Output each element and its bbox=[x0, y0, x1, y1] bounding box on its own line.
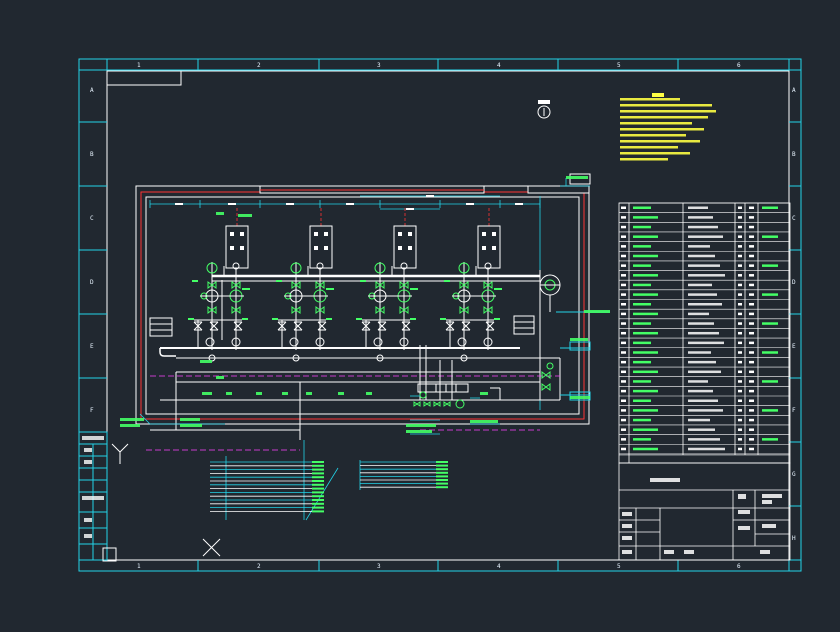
pump-room-walls bbox=[135, 185, 590, 425]
side-tanks bbox=[149, 315, 535, 337]
pump-set bbox=[356, 262, 418, 362]
row-label: C bbox=[792, 215, 796, 222]
col-label: 2 bbox=[257, 62, 261, 69]
pump-set bbox=[272, 262, 334, 362]
row-label: A bbox=[792, 87, 796, 94]
col-label: 5 bbox=[617, 563, 621, 570]
zone-labels: 1 2 3 4 5 6 1 2 3 4 5 6 A B C D E F G H … bbox=[90, 62, 796, 570]
row-label: B bbox=[90, 151, 94, 158]
row-label: E bbox=[792, 343, 796, 350]
row-label: D bbox=[90, 279, 94, 286]
row-label: B bbox=[792, 151, 796, 158]
control-cabinets bbox=[225, 225, 501, 269]
pump-set bbox=[440, 262, 502, 362]
zone-ticks bbox=[79, 59, 801, 571]
cross-mark bbox=[202, 538, 221, 557]
reference-box bbox=[102, 547, 117, 562]
main-header-pipes bbox=[150, 270, 561, 440]
bundle-rows bbox=[210, 461, 448, 513]
row-label: F bbox=[792, 407, 796, 414]
col-label: 1 bbox=[137, 563, 141, 570]
row-label: E bbox=[90, 343, 94, 350]
row-label: D bbox=[792, 279, 796, 286]
row-label: H bbox=[792, 535, 796, 542]
title-block bbox=[618, 462, 791, 561]
col-label: 5 bbox=[617, 62, 621, 69]
col-label: 4 bbox=[497, 563, 501, 570]
col-label: 4 bbox=[497, 62, 501, 69]
col-label: 6 bbox=[737, 563, 741, 570]
bottom-valve-group bbox=[417, 345, 501, 409]
col-label: 6 bbox=[737, 62, 741, 69]
inner-border bbox=[106, 70, 790, 561]
axis-y-symbol bbox=[111, 443, 129, 464]
row-label: G bbox=[792, 471, 796, 478]
pump-sets bbox=[188, 262, 502, 362]
col-label: 1 bbox=[137, 62, 141, 69]
col-label: 2 bbox=[257, 563, 261, 570]
col-label: 3 bbox=[377, 62, 381, 69]
col-label: 3 bbox=[377, 563, 381, 570]
drain-lines bbox=[146, 375, 560, 451]
row-label: A bbox=[90, 87, 94, 94]
revision-block bbox=[78, 431, 108, 561]
row-label: F bbox=[90, 407, 94, 414]
pressure-gauge bbox=[539, 274, 610, 396]
notes-block bbox=[537, 93, 664, 119]
leader-lines bbox=[139, 395, 500, 435]
row-label: C bbox=[90, 215, 94, 222]
pump-set bbox=[188, 262, 250, 362]
